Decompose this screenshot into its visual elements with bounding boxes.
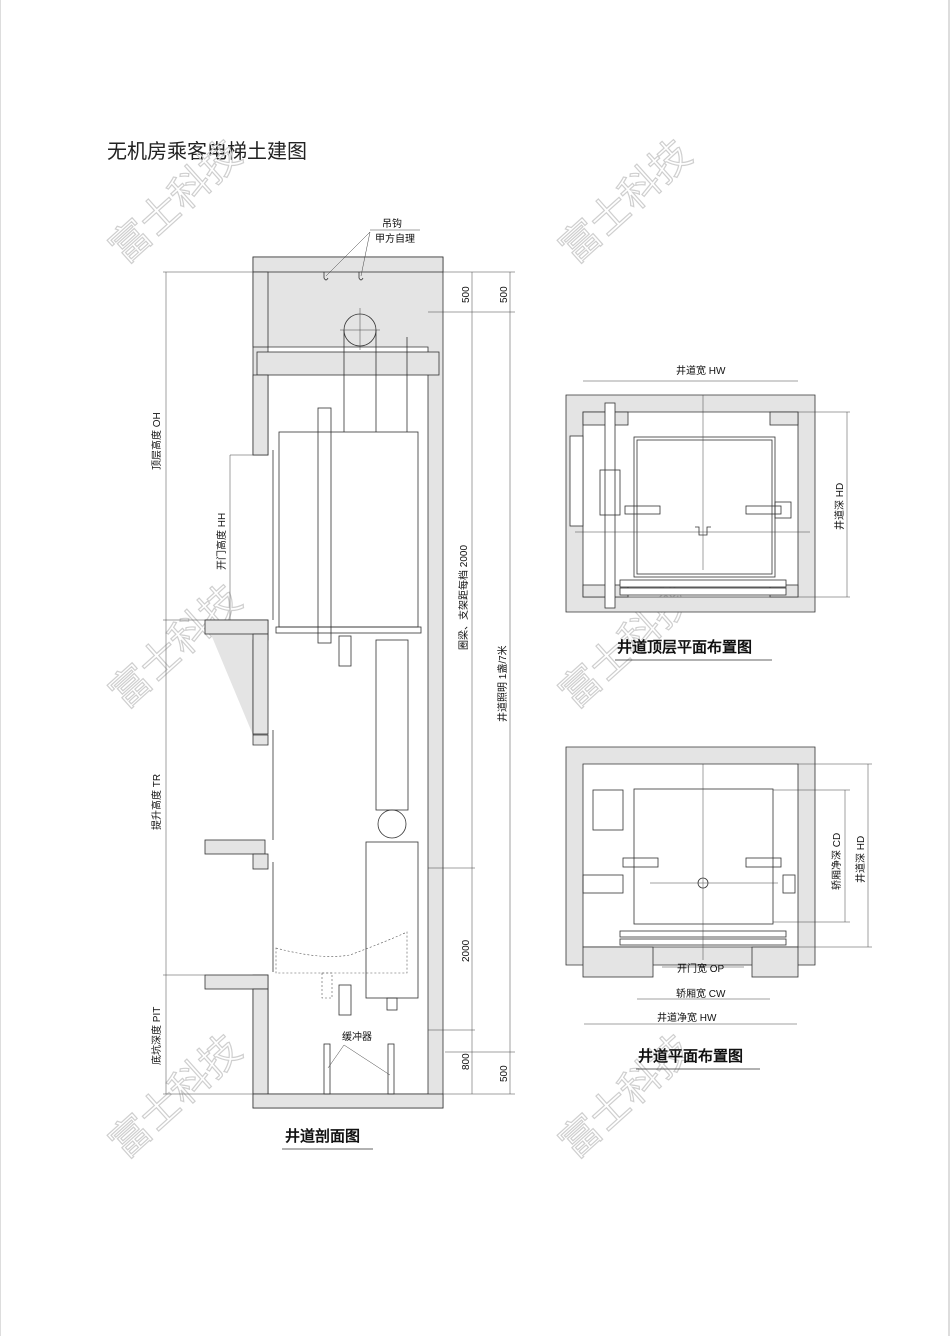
shaft-floor-plan: 轿厢净深 CD 井道深 HD 开门宽 OP 轿厢宽 CW 井道净宽 HW 井道平… bbox=[565, 746, 872, 1070]
dim-car-width: 轿厢宽 CW bbox=[676, 987, 726, 1000]
trailing-cable bbox=[275, 931, 408, 974]
dim-travel: 提升高度 TR bbox=[150, 774, 163, 830]
wall-bracket bbox=[569, 435, 584, 527]
car-outline bbox=[633, 436, 776, 578]
left-wall-upper bbox=[252, 374, 269, 456]
section-caption: 井道剖面图 bbox=[285, 1127, 360, 1145]
dim-shaft-depth: 井道深 HD bbox=[854, 836, 867, 883]
dim-pit: 底坑深度 PIT bbox=[150, 1007, 163, 1065]
counterweight-rope-guard bbox=[375, 639, 409, 811]
counterweight-buffer-plate bbox=[386, 997, 398, 1011]
car-buffer-striker bbox=[321, 972, 333, 999]
watermark: 富士科技 bbox=[551, 131, 701, 272]
rail-bracket bbox=[782, 874, 796, 894]
car-guide-shoe bbox=[624, 505, 661, 515]
note-shaft-lighting: 井道照明 1盏/7米 bbox=[496, 645, 509, 722]
corner-block bbox=[769, 411, 799, 426]
note-ring-beam: 圈梁、支架距每档 2000 bbox=[457, 545, 470, 650]
dim-shaft-width: 井道宽 HW bbox=[676, 364, 726, 377]
dim-overhead: 顶层高度 OH bbox=[150, 412, 163, 470]
floor-slab bbox=[204, 839, 266, 855]
rail-bracket bbox=[582, 874, 624, 894]
guide-rail bbox=[317, 407, 332, 644]
dim-500: 500 bbox=[499, 1065, 510, 1082]
dim-800: 800 bbox=[461, 1053, 472, 1070]
dim-clear-width: 井道净宽 HW bbox=[657, 1011, 717, 1024]
counterweight bbox=[592, 789, 624, 831]
buffer bbox=[387, 1043, 395, 1095]
machine-beam bbox=[256, 351, 440, 376]
floor-slab bbox=[204, 974, 269, 990]
guide-rail bbox=[604, 402, 616, 609]
leader-line bbox=[343, 1044, 391, 1076]
control-box bbox=[774, 501, 792, 519]
left-wall-top bbox=[252, 271, 269, 348]
car-outline bbox=[633, 788, 774, 925]
buffer-label: 缓冲器 bbox=[342, 1030, 372, 1043]
sill bbox=[619, 579, 787, 588]
car-inner bbox=[636, 439, 773, 575]
leader-line bbox=[327, 1044, 345, 1069]
elevator-car bbox=[278, 431, 419, 628]
front-wall-right bbox=[751, 946, 799, 978]
dim-door-height: 开门高度 HH bbox=[215, 513, 228, 570]
dim-500: 500 bbox=[499, 286, 510, 303]
front-wall-left bbox=[582, 946, 654, 978]
floor-plan-caption: 井道平面布置图 bbox=[638, 1047, 743, 1065]
dim-2000: 2000 bbox=[461, 939, 472, 962]
buffer bbox=[323, 1043, 331, 1095]
car-guide-shoe bbox=[745, 505, 782, 515]
dim-shaft-depth: 井道深 HD bbox=[833, 483, 846, 530]
page-title: 无机房乘客电梯土建图 bbox=[107, 139, 307, 163]
shaft-section-view: 吊钩 甲方自理 缓冲器 顶层高度 OH 开门高度 HH 提升高度 TR 底坑深度 bbox=[150, 218, 515, 1150]
top-floor-plan: 井道宽 HW 井道深 HD 井道顶层平面布置图 bbox=[565, 364, 850, 661]
dim-car-depth: 轿厢净深 CD bbox=[830, 833, 843, 890]
hook-label: 吊钩 bbox=[382, 218, 402, 230]
hook-icons bbox=[323, 272, 364, 281]
leader-line bbox=[360, 231, 371, 277]
leader-line bbox=[325, 231, 371, 277]
pit-wall bbox=[252, 988, 269, 1095]
buffer-post bbox=[338, 984, 352, 1016]
top-slab bbox=[252, 256, 444, 273]
watermark: 富士科技 bbox=[101, 1026, 251, 1167]
car-guide-shoe bbox=[745, 857, 782, 868]
car-guide-shoe bbox=[622, 857, 659, 868]
floor-slab bbox=[204, 619, 269, 635]
machine bbox=[599, 469, 621, 516]
hook-icon bbox=[695, 526, 711, 536]
hook-note: 甲方自理 bbox=[375, 232, 415, 245]
dim-500: 500 bbox=[461, 286, 472, 303]
counterweight-sheave bbox=[377, 809, 407, 839]
car-sill bbox=[275, 626, 422, 634]
wall-segment bbox=[252, 853, 269, 870]
top-plan-caption: 井道顶层平面布置图 bbox=[617, 638, 752, 656]
dim-door-opening: 开门宽 OP bbox=[677, 962, 725, 975]
counterweight bbox=[365, 841, 419, 999]
pit-floor bbox=[252, 1093, 444, 1109]
sill bbox=[619, 587, 787, 596]
car-buffer-plate bbox=[338, 635, 352, 667]
wall-segment bbox=[252, 633, 269, 735]
